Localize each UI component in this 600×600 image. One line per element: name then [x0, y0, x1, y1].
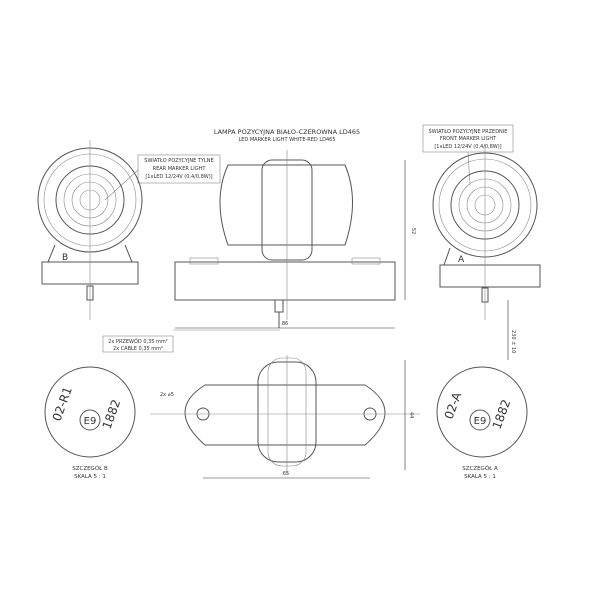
detail-b-code: 02-R1	[50, 385, 75, 423]
top-view: 2x ⌀5 44 65	[150, 355, 420, 479]
detail-a-caption: SZCZEGÓŁ A	[462, 465, 498, 472]
title-en: LED MARKER LIGHT WHITE-RED LD465	[238, 137, 335, 143]
view-letter-b: B	[62, 253, 68, 263]
rear-side-view: B	[37, 140, 143, 320]
rear-label-line1: ŚWIATŁO POZYCYJNE TYLNE	[144, 157, 213, 164]
cable-label-line1: 2x PRZEWÓD 0,35 mm²	[108, 338, 168, 345]
front-label-line3: [1xLED 12/24V (0,4/0,8W)]	[434, 144, 501, 150]
front-label-line1: ŚWIATŁO POZYCYJNE PRZEDNIE	[429, 128, 508, 135]
title-pl: LAMPA POZYCYJNA BIAŁO-CZEROWNA LD465	[214, 128, 360, 136]
detail-a-mark: E9	[474, 416, 487, 427]
dim-cable-length: 230 ± 10	[510, 330, 516, 353]
view-letter-a: A	[458, 255, 465, 265]
rear-label: ŚWIATŁO POZYCYJNE TYLNE REAR MARKER LIGH…	[104, 154, 221, 201]
detail-b-mark: E9	[84, 416, 97, 427]
detail-b: 02-R1 E9 1882 SZCZEGÓŁ B SKALA 5 : 1	[44, 366, 136, 480]
dim-depth: 44	[408, 412, 414, 418]
cable-label: 2x PRZEWÓD 0,35 mm² 2x CABLE 0,35 mm²	[102, 329, 280, 353]
dim-width: 86	[282, 321, 288, 327]
detail-a-code: 02-A	[442, 390, 465, 421]
detail-a-scale: SKALA 5 : 1	[464, 474, 496, 480]
detail-b-number: 1882	[100, 398, 124, 431]
detail-a-number: 1882	[490, 398, 514, 431]
front-label-line2: FRONT MARKER LIGHT	[440, 136, 497, 142]
rear-label-line3: [1xLED 12/24V (0,4/0,8W)]	[145, 174, 212, 180]
detail-b-caption: SZCZEGÓŁ B	[72, 465, 108, 472]
detail-b-scale: SKALA 5 : 1	[74, 474, 106, 480]
front-elevation: 52 86	[174, 150, 416, 329]
cable-label-line2: 2x CABLE 0,35 mm²	[113, 346, 163, 352]
front-side-view: A 230 ± 10	[432, 145, 541, 360]
dim-hole: 2x ⌀5	[160, 392, 174, 398]
dim-hole-spacing: 65	[283, 471, 289, 477]
rear-label-line2: REAR MARKER LIGHT	[153, 166, 207, 172]
detail-a: 02-A E9 1882 SZCZEGÓŁ A SKALA 5 : 1	[436, 366, 528, 480]
front-label: ŚWIATŁO POZYCYJNE PRZEDNIE FRONT MARKER …	[422, 124, 514, 186]
dim-height: 52	[410, 228, 416, 234]
